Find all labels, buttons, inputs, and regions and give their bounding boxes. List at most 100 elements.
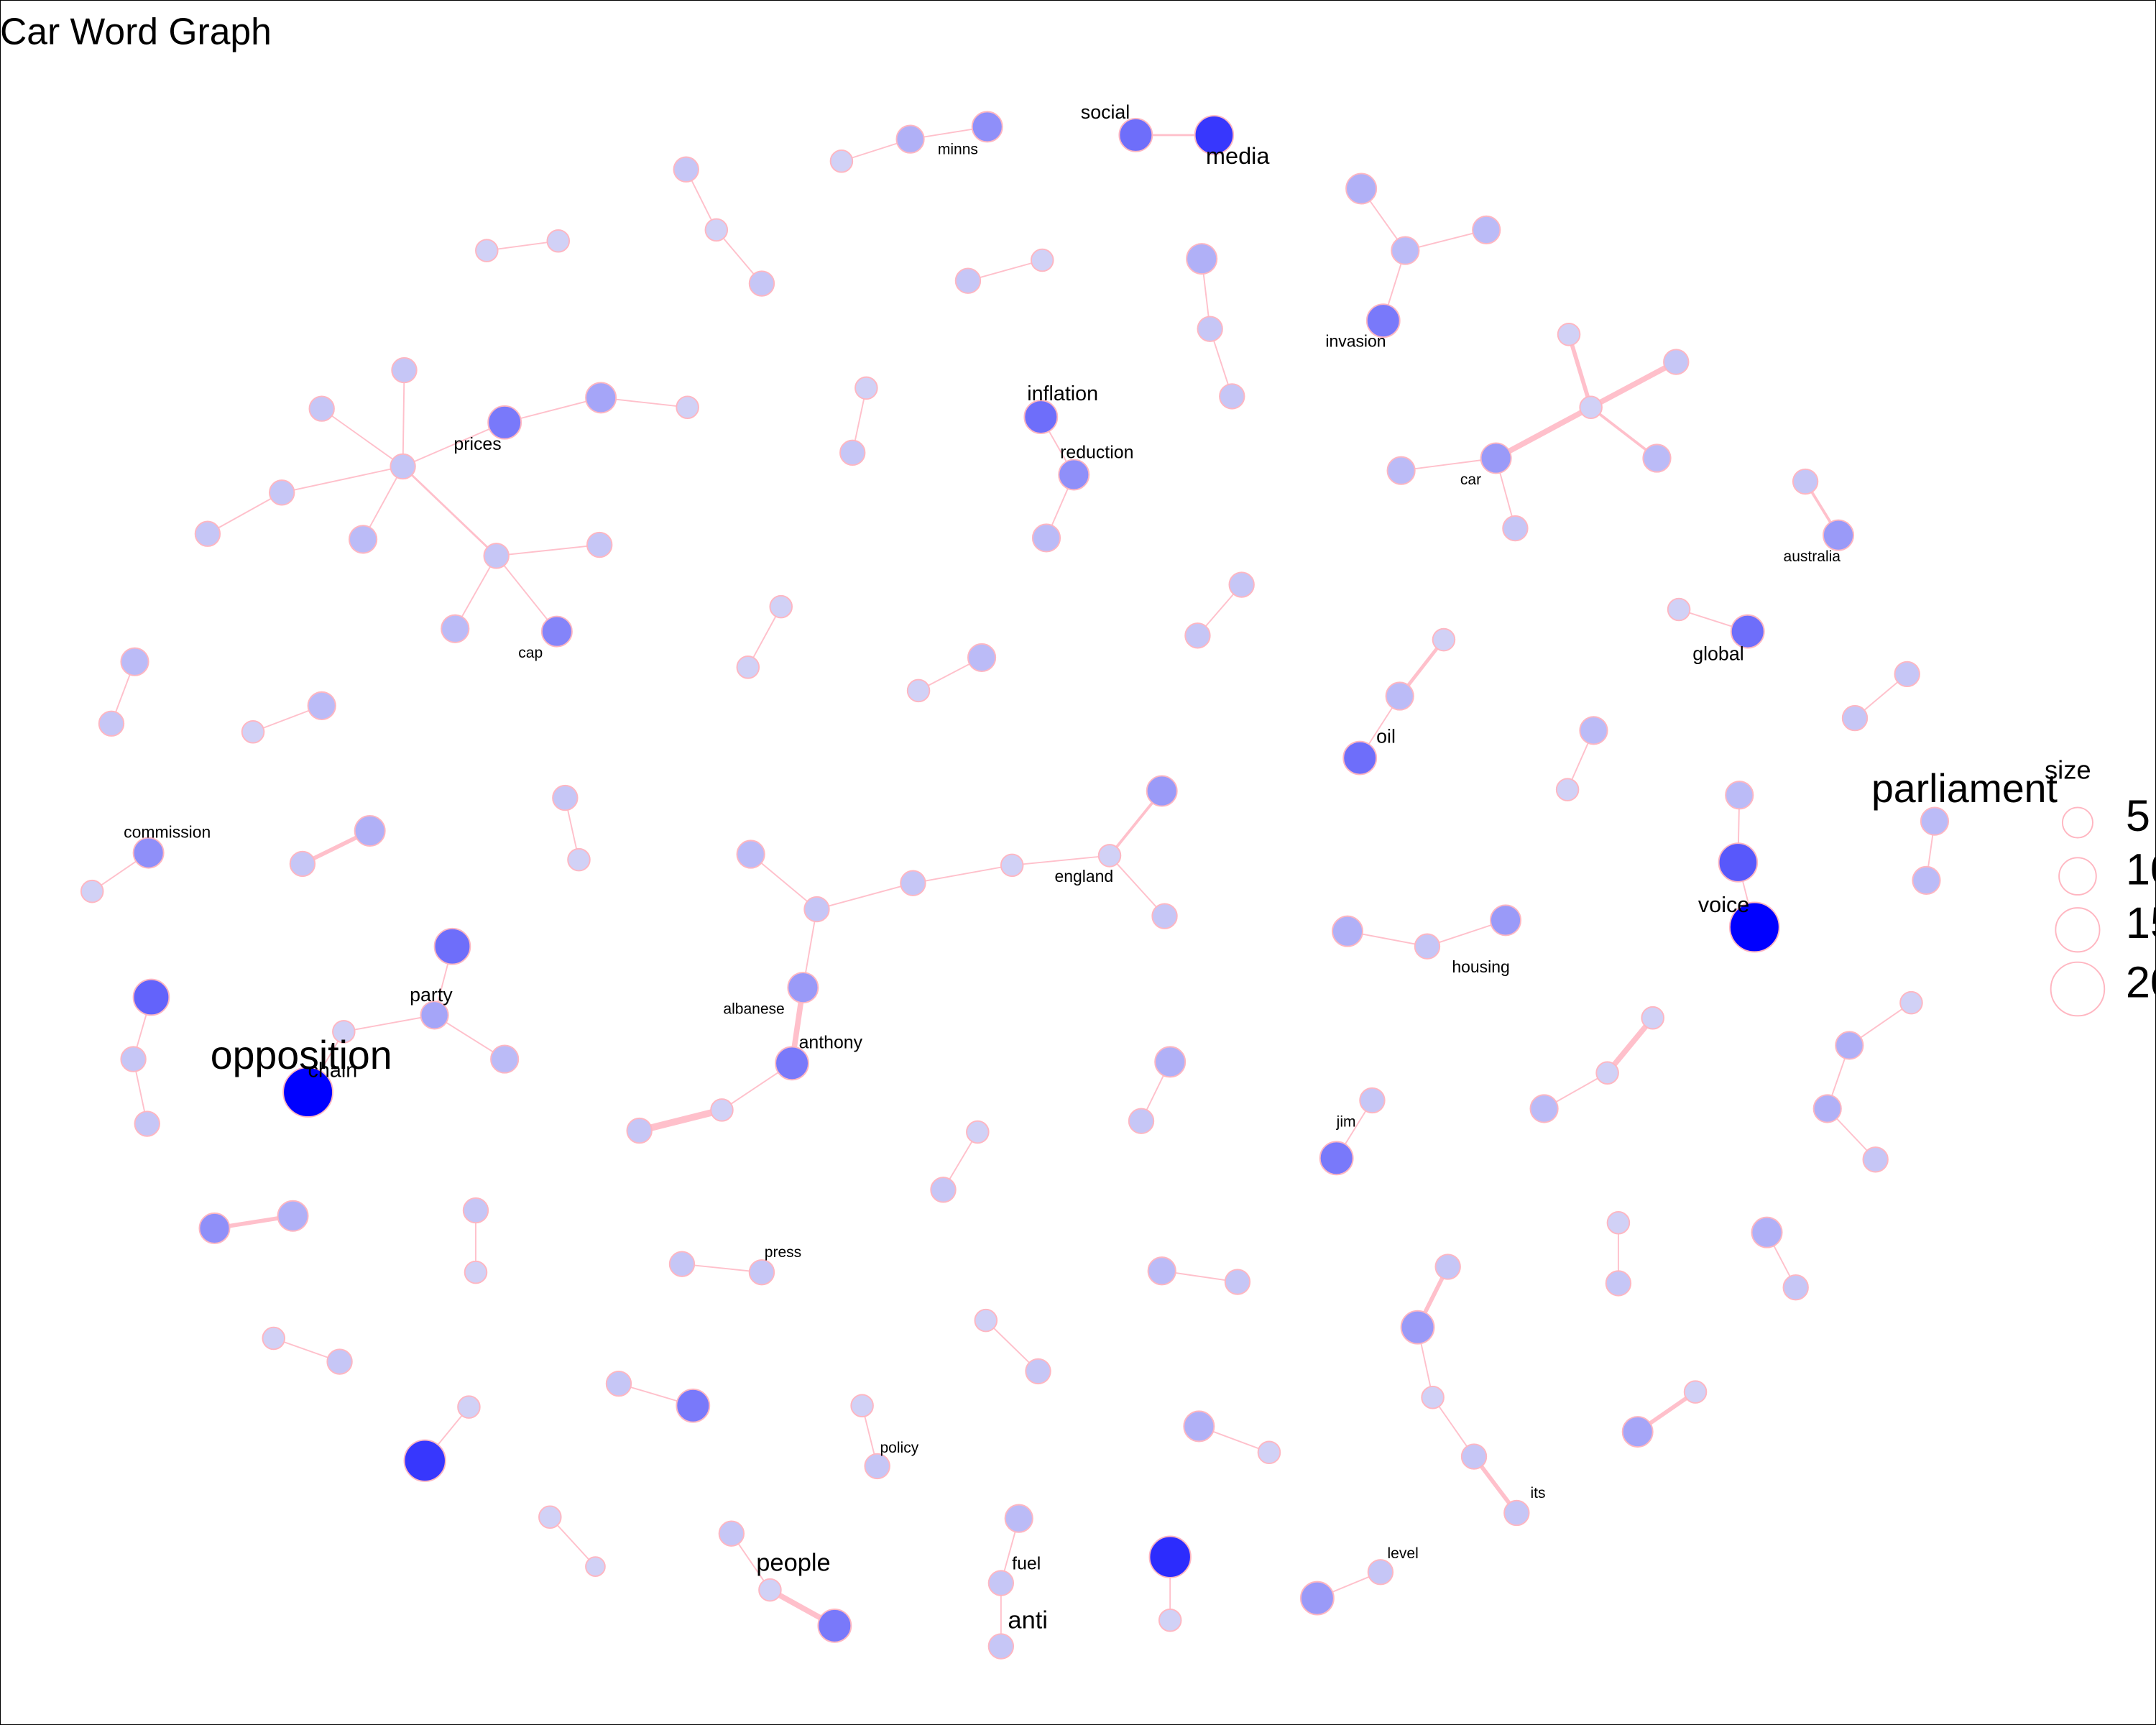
graph-node [132,978,170,1016]
graph-node [1480,442,1512,474]
node-label-its: its [1530,1485,1545,1501]
graph-node [895,124,925,154]
graph-node [1663,349,1690,375]
graph-node [1004,1504,1033,1533]
graph-node [1158,1608,1182,1632]
node-label-commission: commission [124,823,211,842]
graph-node [850,1394,874,1418]
graph-node [1812,1094,1842,1123]
graph-node [748,1259,775,1286]
graph-node [120,1046,147,1072]
graph-node [1331,915,1364,947]
graph-node [483,543,510,569]
graph-node [1490,904,1522,937]
edges-layer [91,126,1935,1647]
graph-node [1641,1006,1665,1030]
node-label-prices: prices [453,434,501,454]
graph-node [1751,1216,1783,1248]
graph-title: Car Word Graph [0,11,272,52]
legend-label: 20 [2126,958,2156,1007]
node-label-cap: cap [518,645,543,661]
graph-edge [681,1263,763,1274]
graph-node [552,784,579,811]
graph-node [1899,990,1923,1015]
node-label-invasion: invasion [1325,332,1386,351]
graph-node [1555,778,1580,801]
graph-edge [344,1014,435,1033]
graph-node [332,1020,356,1044]
graph-node [668,1251,696,1277]
graph-edge [913,864,1013,884]
graph-node [1385,681,1414,711]
graph-node [269,479,295,506]
graph-node [817,1608,852,1643]
legend-circle [2050,961,2106,1017]
graph-node [462,1197,489,1224]
graph-node [1434,1254,1461,1280]
legend-label: 15 [2126,898,2156,947]
graph-node [1421,1385,1445,1409]
node-label-parliament: parliament [1871,766,2058,811]
graph-node [349,525,378,554]
graph-node [1023,400,1059,435]
node-label-media: media [1206,143,1270,169]
graph-node [403,1439,446,1482]
graph-node [1472,215,1501,244]
graph-node [704,218,729,242]
node-label-england: england [1054,867,1113,886]
graph-edge [487,240,558,252]
graph-node [307,691,336,720]
graph-node [457,1395,481,1419]
graph-node [1147,1256,1176,1286]
graph-node [1557,323,1581,346]
graph-node [1219,383,1245,410]
graph-edge [495,555,558,632]
graph-node [567,847,591,872]
node-label-car: car [1460,472,1481,488]
graph-edge [816,882,913,910]
graph-node [1579,395,1603,419]
graph-node [839,439,866,466]
legend-circle [2058,857,2097,896]
graph-edge [1605,1016,1655,1075]
graph-node [974,1308,998,1333]
graph-node [1606,1211,1631,1235]
graph-node [1725,781,1754,810]
graph-node [1391,236,1420,265]
graph-edge [402,370,405,466]
graph-node [787,972,819,1004]
graph-node [1621,1416,1654,1448]
graph-node [1025,1358,1051,1385]
graph-node [864,1453,890,1480]
graph-node [1000,853,1024,878]
graph-node [1186,243,1218,275]
node-label-policy: policy [880,1440,918,1456]
graph-node [540,615,573,648]
graph-node [1183,1410,1215,1443]
graph-node [718,1520,745,1547]
graph-node [1502,515,1529,542]
node-label-opposition: opposition [211,1033,392,1077]
graph-node [308,395,335,422]
graph-node [676,395,699,419]
graph-edge [282,466,403,494]
graph-node [1730,614,1765,649]
graph-node [98,710,125,737]
legend-label: 5 [2126,791,2150,840]
graph-node [1128,1108,1155,1134]
node-label-australia: australia [1784,548,1841,565]
graph-node [1718,842,1759,883]
graph-node [1030,248,1054,272]
node-label-inflation: inflation [1027,382,1098,405]
graph-node [132,837,165,869]
graph-node [769,594,793,619]
graph-node [487,405,522,440]
graph-node [900,870,926,896]
graph-node [1667,597,1691,622]
node-label-reduction: reduction [1060,442,1133,462]
graph-node [1148,1535,1192,1578]
node-label-party: party [410,984,453,1006]
graph-node [546,229,571,253]
graph-node [464,1260,488,1284]
